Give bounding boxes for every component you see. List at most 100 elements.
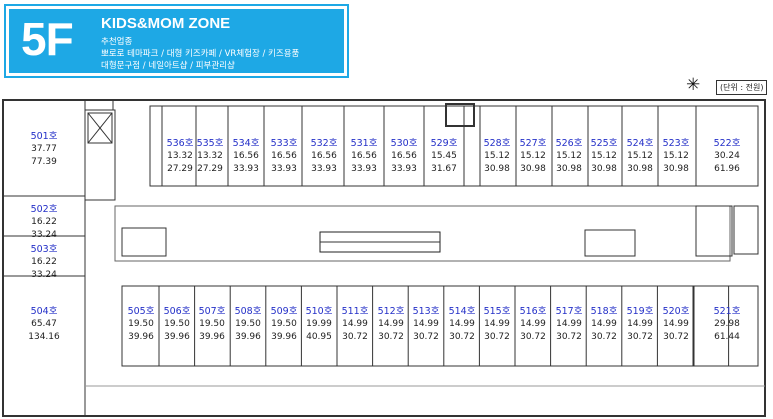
room-number: 503호 bbox=[30, 244, 58, 255]
room-number: 501호 bbox=[30, 131, 58, 142]
room-number: 527호 bbox=[519, 138, 547, 149]
room-area-exclusive: 15.12 bbox=[591, 151, 617, 161]
room-area-exclusive: 37.77 bbox=[31, 144, 57, 154]
unit-label: (단위 : 전원) bbox=[716, 80, 768, 95]
room-area-exclusive: 19.50 bbox=[199, 319, 225, 329]
room-area-supply: 30.98 bbox=[627, 164, 653, 174]
room-number: 519호 bbox=[626, 306, 654, 317]
room-area-exclusive: 14.99 bbox=[627, 319, 653, 329]
elevator-core-left bbox=[121, 227, 167, 257]
room-area-exclusive: 15.12 bbox=[663, 151, 689, 161]
room-area-supply: 39.96 bbox=[164, 332, 190, 342]
room-area-supply: 33.93 bbox=[351, 164, 377, 174]
room-area-supply: 30.98 bbox=[556, 164, 582, 174]
room-area-exclusive: 14.99 bbox=[556, 319, 582, 329]
room-number: 512호 bbox=[377, 306, 405, 317]
room-area-exclusive: 19.50 bbox=[128, 319, 154, 329]
room-area-exclusive: 16.56 bbox=[311, 151, 337, 161]
room-area-exclusive: 16.56 bbox=[233, 151, 259, 161]
recommended-label: 추천업종 bbox=[101, 37, 133, 47]
room-area-supply: 30.72 bbox=[520, 332, 546, 342]
room-area-exclusive: 15.12 bbox=[520, 151, 546, 161]
room-area-supply: 40.95 bbox=[306, 332, 332, 342]
room-number: 534호 bbox=[232, 138, 260, 149]
room-number: 520호 bbox=[662, 306, 690, 317]
room-area-supply: 30.72 bbox=[663, 332, 689, 342]
room-number: 529호 bbox=[430, 138, 458, 149]
room-area-supply: 33.93 bbox=[271, 164, 297, 174]
room-area-supply: 39.96 bbox=[271, 332, 297, 342]
stair-left bbox=[87, 112, 113, 144]
room-area-exclusive: 13.32 bbox=[197, 151, 223, 161]
room-area-exclusive: 16.56 bbox=[351, 151, 377, 161]
room-area-supply: 27.29 bbox=[167, 164, 193, 174]
room-area-exclusive: 65.47 bbox=[31, 319, 57, 329]
room-area-supply: 61.44 bbox=[714, 332, 740, 342]
room-area-supply: 134.16 bbox=[28, 332, 60, 342]
room-number: 522호 bbox=[713, 138, 741, 149]
room-number: 508호 bbox=[234, 306, 262, 317]
room-area-exclusive: 16.56 bbox=[271, 151, 297, 161]
room-number: 532호 bbox=[310, 138, 338, 149]
room-area-supply: 30.72 bbox=[378, 332, 404, 342]
room-area-supply: 33.24 bbox=[31, 230, 57, 240]
room-number: 536호 bbox=[166, 138, 194, 149]
room-number: 515호 bbox=[483, 306, 511, 317]
room-area-supply: 30.72 bbox=[484, 332, 510, 342]
room-number: 514호 bbox=[448, 306, 476, 317]
room-area-exclusive: 14.99 bbox=[413, 319, 439, 329]
room-area-exclusive: 14.99 bbox=[378, 319, 404, 329]
room-number: 510호 bbox=[305, 306, 333, 317]
room-512: 512호 14.99 30.72 bbox=[369, 305, 413, 344]
room-501: 501호 37.77 77.39 bbox=[22, 130, 66, 169]
room-number: 516호 bbox=[519, 306, 547, 317]
elevator-core-right bbox=[584, 229, 636, 257]
room-number: 506호 bbox=[163, 306, 191, 317]
north-arrow-icon: ✳ bbox=[686, 75, 701, 95]
room-area-supply: 77.39 bbox=[31, 157, 57, 167]
header-panel: 5F KIDS&MOM ZONE 추천업종 뽀로로 테마파크 / 대형 키즈카페… bbox=[9, 9, 344, 73]
room-area-exclusive: 30.24 bbox=[714, 151, 740, 161]
room-number: 528호 bbox=[483, 138, 511, 149]
room-area-supply: 30.72 bbox=[413, 332, 439, 342]
recommended-list-2: 대형문구점 / 네일아트샵 / 피부관리샵 bbox=[101, 61, 235, 71]
room-area-exclusive: 15.12 bbox=[556, 151, 582, 161]
room-area-exclusive: 14.99 bbox=[484, 319, 510, 329]
room-area-exclusive: 15.12 bbox=[627, 151, 653, 161]
room-area-exclusive: 19.50 bbox=[235, 319, 261, 329]
room-521-outline bbox=[693, 285, 759, 367]
room-area-supply: 30.98 bbox=[484, 164, 510, 174]
room-area-supply: 31.67 bbox=[431, 164, 457, 174]
core-left bbox=[84, 109, 116, 201]
room-number: 535호 bbox=[196, 138, 224, 149]
room-number: 533호 bbox=[270, 138, 298, 149]
room-area-supply: 30.98 bbox=[520, 164, 546, 174]
room-area-exclusive: 14.99 bbox=[591, 319, 617, 329]
recommended-list-1: 뽀로로 테마파크 / 대형 키즈카페 / VR체험장 / 키즈용품 bbox=[101, 49, 300, 59]
room-area-supply: 30.72 bbox=[342, 332, 368, 342]
room-number: 523호 bbox=[662, 138, 690, 149]
room-area-exclusive: 14.99 bbox=[342, 319, 368, 329]
room-number: 521호 bbox=[713, 306, 741, 317]
room-area-supply: 27.29 bbox=[197, 164, 223, 174]
room-area-supply: 39.96 bbox=[128, 332, 154, 342]
room-area-supply: 30.72 bbox=[449, 332, 475, 342]
room-number: 504호 bbox=[30, 306, 58, 317]
